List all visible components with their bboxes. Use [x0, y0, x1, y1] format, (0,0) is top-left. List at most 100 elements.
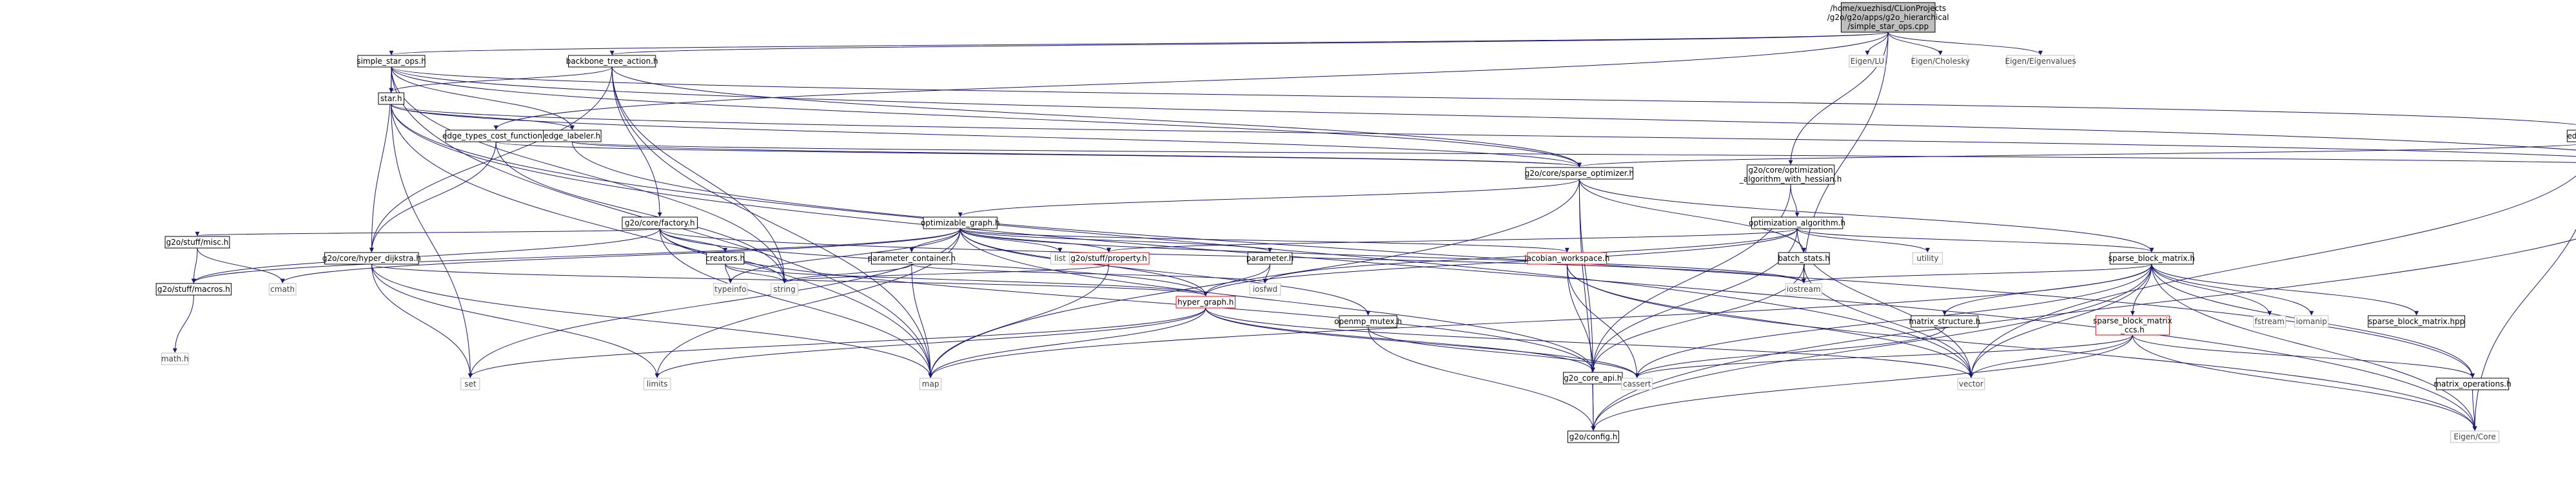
edge-edge_creator-to-vector: [1971, 142, 2576, 378]
node-factory[interactable]: g2o/core/factory.h: [622, 217, 697, 229]
edge-sparse_block_matrix_ccs-to-vector: [1971, 335, 2132, 378]
edge-root-to-edge_types_cost_function: [496, 32, 1888, 129]
node-property[interactable]: g2o/stuff/property.h: [1068, 253, 1149, 264]
node-label: batch_stats.h: [1778, 254, 1830, 263]
node-label: parameter.h: [1246, 254, 1294, 263]
node-star[interactable]: star.h: [379, 93, 404, 104]
node-label: parameter_container.h: [868, 254, 956, 263]
edge-optimization_algorithm_with_hessian-to-g2o_core_api: [1593, 184, 1791, 372]
node-label: _algorithm_with_hessian.h: [1739, 175, 1842, 184]
node-batch-stats[interactable]: batch_stats.h: [1778, 253, 1830, 264]
node-label: /g2o/g2o/apps/g2o_hierarchical: [1827, 13, 1949, 22]
edge-backbone_tree_action-to-hyper_dijkstra: [371, 67, 612, 252]
node-label: cmath: [270, 285, 295, 294]
edge-simple_star_ops-to-edge_creator: [391, 67, 2576, 129]
node-matrix-operations[interactable]: matrix_operations.h: [2433, 378, 2511, 390]
node-list: list: [1050, 253, 1069, 264]
edge-property-to-string: [785, 264, 1109, 283]
node-vector: vector: [1958, 378, 1985, 390]
node-optimization-algorithm-with-hessian[interactable]: g2o/core/optimization_algorithm_with_hes…: [1739, 165, 1842, 184]
node-parameter-container[interactable]: parameter_container.h: [868, 253, 956, 264]
node-label: sparse_block_matrix.hpp: [2368, 317, 2464, 326]
edge-batch_stats-to-g2o_core_api: [1593, 264, 1804, 372]
node-root[interactable]: /home/xuezhisd/CLionProjects/g2o/g2o/app…: [1827, 3, 1949, 32]
node-macros[interactable]: g2o/stuff/macros.h: [156, 283, 231, 295]
node-label: openmp_mutex.h: [1334, 317, 1402, 326]
edge-openmp_mutex-to-cassert: [1368, 327, 1637, 378]
node-g2o-core-api[interactable]: g2o_core_api.h: [1564, 372, 1623, 384]
node-label: list: [1054, 254, 1066, 263]
edge-backbone_tree_action-to-sparse_optimizer: [612, 67, 1579, 167]
edge-optimization_algorithm-to-g2o_core_api: [1593, 229, 1797, 372]
node-openmp-mutex[interactable]: openmp_mutex.h: [1334, 316, 1402, 327]
node-jacobian-workspace[interactable]: jacobian_workspace.h: [1524, 253, 1609, 264]
node-label: math.h: [161, 354, 189, 363]
node-edge-creator[interactable]: edge_creator.h: [2567, 130, 2576, 142]
edge-hyper_graph-to-set: [470, 308, 1205, 378]
node-sparse-optimizer[interactable]: g2o/core/sparse_optimizer.h: [1525, 168, 1634, 179]
node-utility: utility: [1913, 253, 1943, 264]
node-backbone-tree-action[interactable]: backbone_tree_action.h: [566, 55, 658, 67]
edge-root-to-eigen_cholesky: [1888, 32, 1940, 55]
edge-root-to-eigen_eigenvalues: [1888, 32, 2040, 55]
node-label: star.h: [380, 94, 402, 103]
nodes-layer: /home/xuezhisd/CLionProjects/g2o/g2o/app…: [156, 3, 2576, 443]
node-iostream: iostream: [1785, 283, 1822, 295]
node-label: g2o/stuff/macros.h: [157, 285, 230, 294]
edge-sparse_block_matrix_ccs-to-cassert: [1637, 335, 2133, 378]
node-label: g2o/stuff/property.h: [1070, 254, 1147, 263]
edge-sparse_optimizer-to-batch_stats: [1579, 179, 1804, 252]
node-optimization-algorithm[interactable]: optimization_algorithm.h: [1749, 217, 1845, 229]
edges-layer: [175, 32, 2576, 430]
edge-optimizable_graph-to-list: [960, 229, 1060, 252]
edge-macros-to-math: [175, 295, 193, 352]
node-label: hyper_graph.h: [1177, 298, 1234, 307]
node-config[interactable]: g2o/config.h: [1568, 431, 1618, 443]
edge-hyper_graph-to-cassert: [1206, 308, 1637, 378]
edge-sparse_block_matrix_ccs-to-eigen_core: [2132, 335, 2475, 430]
node-edge-types-cost-function[interactable]: edge_types_cost_function.h: [442, 130, 549, 142]
edge-hyper_graph-to-map: [930, 308, 1206, 378]
node-sparse-block-matrix-hpp[interactable]: sparse_block_matrix.hpp: [2368, 316, 2465, 327]
node-label: optimizable_graph.h: [921, 218, 1000, 227]
node-label: g2o/stuff/misc.h: [166, 238, 229, 247]
edge-simple_star_ops-to-edge_labeler: [391, 67, 572, 129]
edge-matrix_structure-to-cassert: [1637, 327, 1945, 378]
node-label: Eigen/Core: [2453, 432, 2495, 441]
node-parameter[interactable]: parameter.h: [1246, 253, 1294, 264]
node-label: Eigen/Cholesky: [1911, 57, 1969, 66]
edge-g2o_hierarchical_api-to-config: [1593, 179, 2576, 430]
node-hyper-graph[interactable]: hyper_graph.h: [1176, 296, 1235, 308]
node-sparse-block-matrix-ccs[interactable]: sparse_block_matrix_ccs.h: [2093, 316, 2172, 335]
edge-openmp_mutex-to-config: [1368, 327, 1593, 430]
node-matrix-structure[interactable]: matrix_structure.h: [1909, 316, 1980, 327]
edge-optimizable_graph-to-g2o_core_api: [960, 229, 1593, 372]
node-label: g2o/core/optimization: [1748, 166, 1833, 175]
node-label: backbone_tree_action.h: [566, 57, 658, 66]
node-eigen-cholesky: Eigen/Cholesky: [1911, 55, 1969, 67]
node-edge-labeler[interactable]: edge_labeler.h: [544, 130, 601, 142]
node-cmath: cmath: [269, 283, 296, 295]
node-label: utility: [1916, 254, 1938, 263]
node-fstream: fstream: [2254, 316, 2286, 327]
edge-creators-to-typeinfo: [725, 264, 731, 283]
node-sparse-block-matrix[interactable]: sparse_block_matrix.h: [2109, 253, 2195, 264]
edge-misc-to-macros: [193, 248, 197, 283]
node-misc[interactable]: g2o/stuff/misc.h: [165, 236, 230, 248]
edge-property-to-map: [930, 264, 1109, 378]
edge-root-to-backbone_tree_action: [612, 32, 1888, 55]
node-label: iomanip: [2296, 317, 2327, 326]
node-optimizable-graph[interactable]: optimizable_graph.h: [921, 217, 1000, 229]
node-label: set: [464, 379, 477, 388]
edge-hyper_graph-to-vector: [1206, 308, 1971, 378]
node-limits: limits: [644, 378, 671, 390]
node-label: creators.h: [705, 254, 745, 263]
edge-sparse_block_matrix-to-sparse_block_matrix_hpp: [2152, 264, 2417, 315]
node-simple-star-ops[interactable]: simple_star_ops.h: [357, 55, 426, 67]
edge-factory-to-misc: [197, 229, 660, 236]
node-map: map: [919, 378, 941, 390]
edge-backbone_tree_action-to-star: [391, 67, 613, 92]
edge-star-to-map: [391, 104, 930, 378]
node-creators[interactable]: creators.h: [705, 253, 745, 264]
node-hyper-dijkstra[interactable]: g2o/core/hyper_dijkstra.h: [322, 253, 421, 264]
